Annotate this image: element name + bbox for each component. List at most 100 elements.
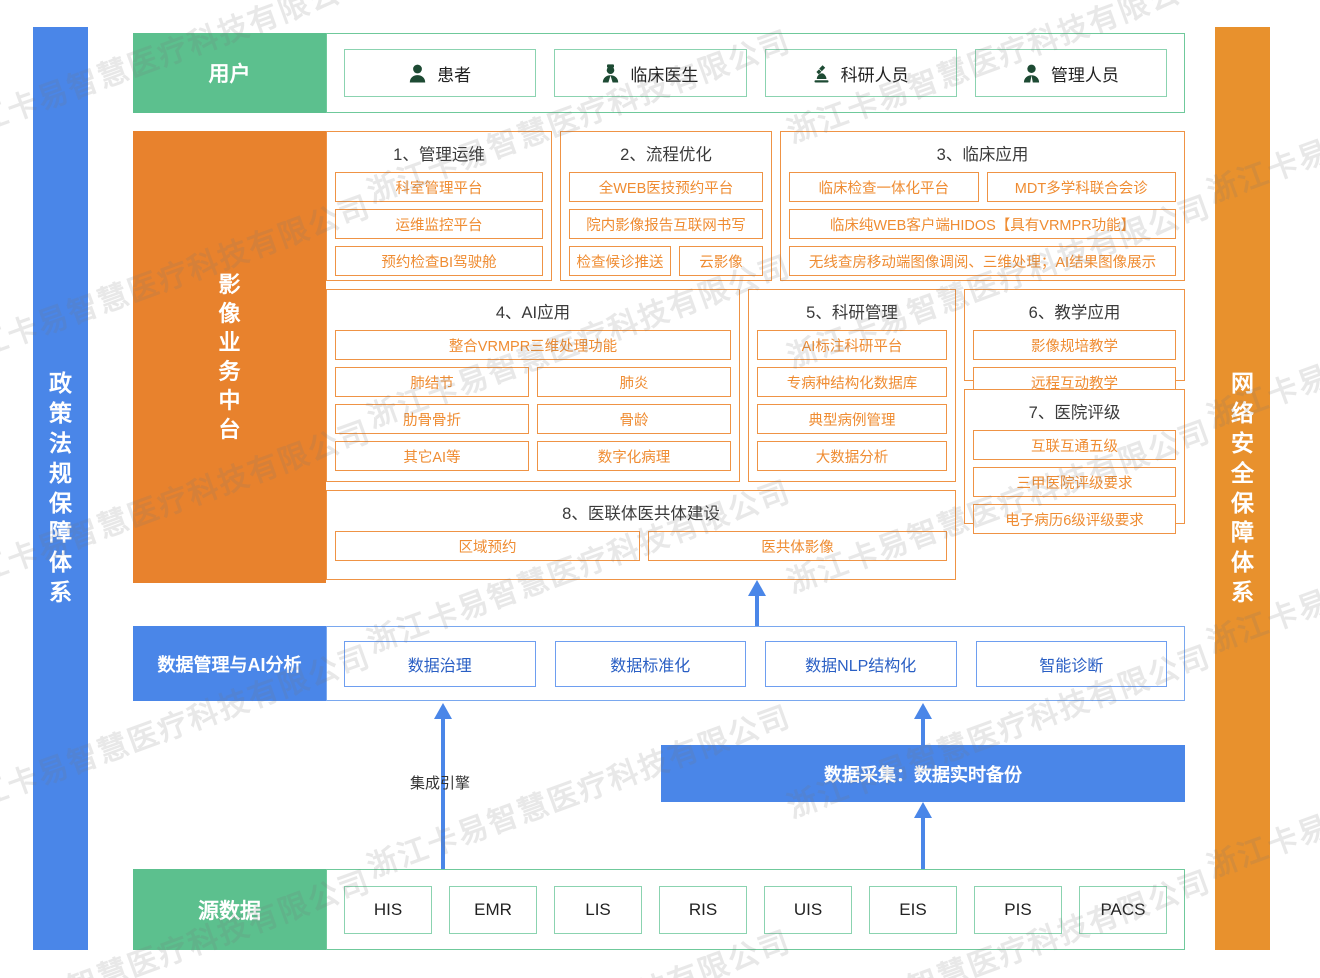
imaging-business-platform-label: 影像业务中台 bbox=[133, 131, 326, 583]
network-security-pillar-label: 网络安全保障体系 bbox=[1231, 369, 1254, 606]
user-card-3[interactable]: 科研人员 bbox=[764, 49, 957, 97]
capability-item[interactable]: 肋骨骨折 bbox=[335, 404, 529, 434]
user-row-label: 用户 bbox=[133, 33, 326, 113]
capability-row: 典型病例管理 bbox=[757, 404, 947, 441]
capability-item[interactable]: 科室管理平台 bbox=[335, 172, 543, 202]
capability-item[interactable]: 预约检查BI驾驶舱 bbox=[335, 246, 543, 276]
capability-item[interactable]: 区域预约 bbox=[335, 531, 640, 561]
capability-group-1: 1、管理运维科室管理平台运维监控平台预约检查BI驾驶舱 bbox=[326, 131, 552, 281]
data-management-row-label: 数据管理与AI分析 bbox=[133, 626, 326, 701]
manager-icon bbox=[1023, 64, 1040, 83]
capability-group-title: 8、医联体医共体建设 bbox=[562, 505, 720, 523]
capability-row: 影像规培教学 bbox=[973, 330, 1176, 367]
arrow-collection-to-data bbox=[914, 703, 932, 747]
capability-group-8: 8、医联体医共体建设区域预约医共体影像 bbox=[326, 490, 956, 580]
capability-item[interactable]: 大数据分析 bbox=[757, 441, 947, 471]
user-card-4[interactable]: 管理人员 bbox=[974, 49, 1167, 97]
capability-item[interactable]: 骨龄 bbox=[537, 404, 731, 434]
capability-row: 肺结节肺炎 bbox=[335, 367, 731, 404]
data-capability-card-1[interactable]: 数据治理 bbox=[344, 640, 536, 687]
source-system-card-7[interactable]: PIS bbox=[974, 885, 1062, 934]
data-capability-card-4[interactable]: 智能诊断 bbox=[975, 640, 1167, 687]
capability-item[interactable]: 医共体影像 bbox=[648, 531, 947, 561]
capability-group-title: 2、流程优化 bbox=[620, 146, 712, 164]
source-system-card-6[interactable]: EIS bbox=[869, 885, 957, 934]
source-system-card-4[interactable]: RIS bbox=[659, 885, 747, 934]
capability-row: 大数据分析 bbox=[757, 441, 947, 478]
capability-row: 电子病历6级评级要求 bbox=[973, 504, 1176, 541]
capability-item[interactable]: 电子病历6级评级要求 bbox=[973, 504, 1176, 534]
source-data-card-list: HIS EMR LIS RIS UIS EIS PIS PACS bbox=[326, 869, 1185, 950]
capability-row: 全WEB医技预约平台 bbox=[569, 172, 763, 209]
capability-item[interactable]: 肺炎 bbox=[537, 367, 731, 397]
capability-group-7: 7、医院评级互联互通五级三甲医院评级要求电子病历6级评级要求 bbox=[964, 389, 1185, 534]
capability-item[interactable]: 临床纯WEB客户端HIDOS【具有VRMPR功能】 bbox=[789, 209, 1176, 239]
capability-item[interactable]: AI标注科研平台 bbox=[757, 330, 947, 360]
user-card-label: 管理人员 bbox=[1050, 65, 1119, 85]
user-card-2[interactable]: 临床医生 bbox=[554, 49, 747, 97]
policy-regulation-pillar-label: 政策法规保障体系 bbox=[49, 369, 72, 606]
user-row: 用户 患者 临床医生 科研人员 管理人员 bbox=[133, 33, 1185, 113]
source-data-row-label: 源数据 bbox=[133, 869, 326, 950]
capability-row: 检查候诊推送云影像 bbox=[569, 246, 763, 283]
capability-row: 三甲医院评级要求 bbox=[973, 467, 1176, 504]
source-system-card-5[interactable]: UIS bbox=[764, 885, 852, 934]
capability-row: 临床纯WEB客户端HIDOS【具有VRMPR功能】 bbox=[789, 209, 1176, 246]
capability-row: 运维监控平台 bbox=[335, 209, 543, 246]
microscope-icon bbox=[813, 64, 830, 83]
capability-item[interactable]: 临床检查一体化平台 bbox=[789, 172, 979, 202]
capability-row: 其它AI等数字化病理 bbox=[335, 441, 731, 478]
source-system-card-1[interactable]: HIS bbox=[344, 885, 432, 934]
person-icon bbox=[409, 64, 426, 83]
capability-row: 科室管理平台 bbox=[335, 172, 543, 209]
source-system-card-8[interactable]: PACS bbox=[1079, 885, 1167, 934]
capability-item[interactable]: MDT多学科联合会诊 bbox=[986, 172, 1176, 202]
capability-item[interactable]: 运维监控平台 bbox=[335, 209, 543, 239]
capability-group-title: 3、临床应用 bbox=[936, 146, 1029, 164]
capability-row: 区域预约医共体影像 bbox=[335, 531, 947, 568]
source-system-card-2[interactable]: EMR bbox=[449, 885, 537, 934]
capability-row: 肋骨骨折骨龄 bbox=[335, 404, 731, 441]
user-card-label: 患者 bbox=[437, 65, 472, 85]
capability-item[interactable]: 影像规培教学 bbox=[973, 330, 1176, 360]
capability-row: 预约检查BI驾驶舱 bbox=[335, 246, 543, 283]
capability-item[interactable]: 专病种结构化数据库 bbox=[757, 367, 947, 397]
arrow-source-to-collection bbox=[914, 802, 932, 872]
capability-item[interactable]: 院内影像报告互联网书写 bbox=[569, 209, 763, 239]
capability-group-2: 2、流程优化全WEB医技预约平台院内影像报告互联网书写检查候诊推送云影像 bbox=[560, 131, 772, 281]
network-security-pillar: 网络安全保障体系 bbox=[1215, 27, 1270, 950]
capability-item[interactable]: 其它AI等 bbox=[335, 441, 529, 471]
capability-item[interactable]: 互联互通五级 bbox=[973, 430, 1176, 460]
source-system-card-3[interactable]: LIS bbox=[554, 885, 642, 934]
capability-item[interactable]: 检查候诊推送 bbox=[569, 246, 671, 276]
source-data-row: 源数据 HIS EMR LIS RIS UIS EIS PIS PACS bbox=[133, 869, 1185, 950]
data-management-card-list: 数据治理数据标准化数据NLP结构化智能诊断 bbox=[326, 626, 1185, 701]
policy-regulation-pillar: 政策法规保障体系 bbox=[33, 27, 88, 950]
capability-item[interactable]: 三甲医院评级要求 bbox=[973, 467, 1176, 497]
imaging-business-platform-text: 影像业务中台 bbox=[218, 271, 241, 443]
capability-item[interactable]: 云影像 bbox=[679, 246, 763, 276]
data-capability-card-3[interactable]: 数据NLP结构化 bbox=[765, 640, 957, 687]
user-card-1[interactable]: 患者 bbox=[344, 49, 537, 97]
capability-item[interactable]: 数字化病理 bbox=[537, 441, 731, 471]
capability-item[interactable]: 整合VRMPR三维处理功能 bbox=[335, 330, 731, 360]
capability-row: 整合VRMPR三维处理功能 bbox=[335, 330, 731, 367]
capability-group-4: 4、AI应用整合VRMPR三维处理功能肺结节肺炎肋骨骨折骨龄其它AI等数字化病理 bbox=[326, 289, 740, 482]
capability-group-title: 5、科研管理 bbox=[806, 304, 898, 322]
user-card-list: 患者 临床医生 科研人员 管理人员 bbox=[326, 33, 1185, 113]
capability-item[interactable]: 典型病例管理 bbox=[757, 404, 947, 434]
data-capability-card-2[interactable]: 数据标准化 bbox=[554, 640, 746, 687]
capability-group-title: 7、医院评级 bbox=[1028, 404, 1121, 422]
capability-item[interactable]: 无线查房移动端图像调阅、三维处理；AI结果图像展示 bbox=[789, 246, 1176, 276]
capability-group-title: 4、AI应用 bbox=[495, 304, 571, 322]
integration-engine-label: 集成引擎 bbox=[409, 775, 470, 792]
capability-group-6: 6、教学应用影像规培教学远程互动教学 bbox=[964, 289, 1185, 397]
capability-item[interactable]: 肺结节 bbox=[335, 367, 529, 397]
arrow-data-to-platform bbox=[748, 580, 766, 628]
user-card-label: 临床医生 bbox=[630, 65, 699, 85]
capability-row: 院内影像报告互联网书写 bbox=[569, 209, 763, 246]
capability-item[interactable]: 全WEB医技预约平台 bbox=[569, 172, 763, 202]
